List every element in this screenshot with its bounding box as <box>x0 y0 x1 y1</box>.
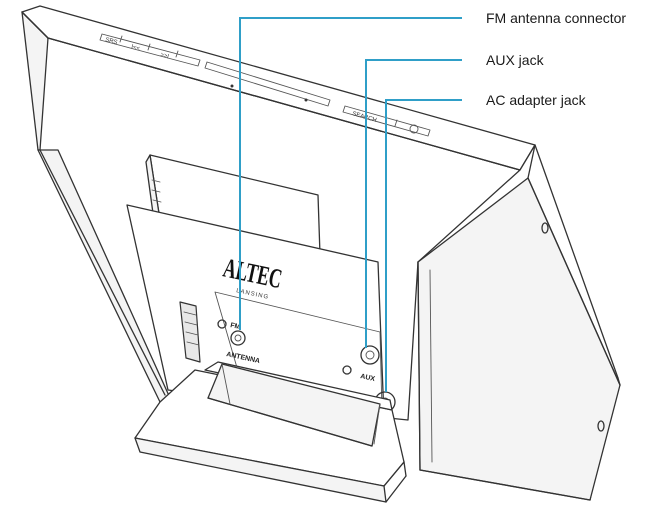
stand-base <box>134 361 407 503</box>
side-slot <box>179 301 201 363</box>
indicator-dot <box>230 84 234 88</box>
power-icon <box>409 124 419 134</box>
ac-adapter-callout: AC adapter jack <box>486 92 586 108</box>
aux-port-label: AUX <box>360 373 376 383</box>
fm-leader-line <box>239 17 462 330</box>
fm-antenna-callout: FM antenna connector <box>486 10 627 26</box>
aux-leader-line <box>365 59 462 348</box>
next-button-label: >>I <box>159 52 169 60</box>
callout-leaders <box>239 17 462 392</box>
indicator-dot <box>304 98 308 102</box>
fm-antenna-connector <box>230 330 246 346</box>
screw-icon <box>217 319 227 329</box>
aux-jack-callout: AUX jack <box>486 52 544 68</box>
screw-icon <box>342 365 352 375</box>
fm-port-label: FM <box>230 322 242 331</box>
prev-button-label: I<< <box>130 44 140 52</box>
srs-button-label: SRS <box>104 37 117 46</box>
ac-leader-line <box>385 99 462 392</box>
connector-plate: ALTEC LANSING FM ANTENNA AUX DC <box>126 204 396 427</box>
aux-jack <box>360 345 380 365</box>
